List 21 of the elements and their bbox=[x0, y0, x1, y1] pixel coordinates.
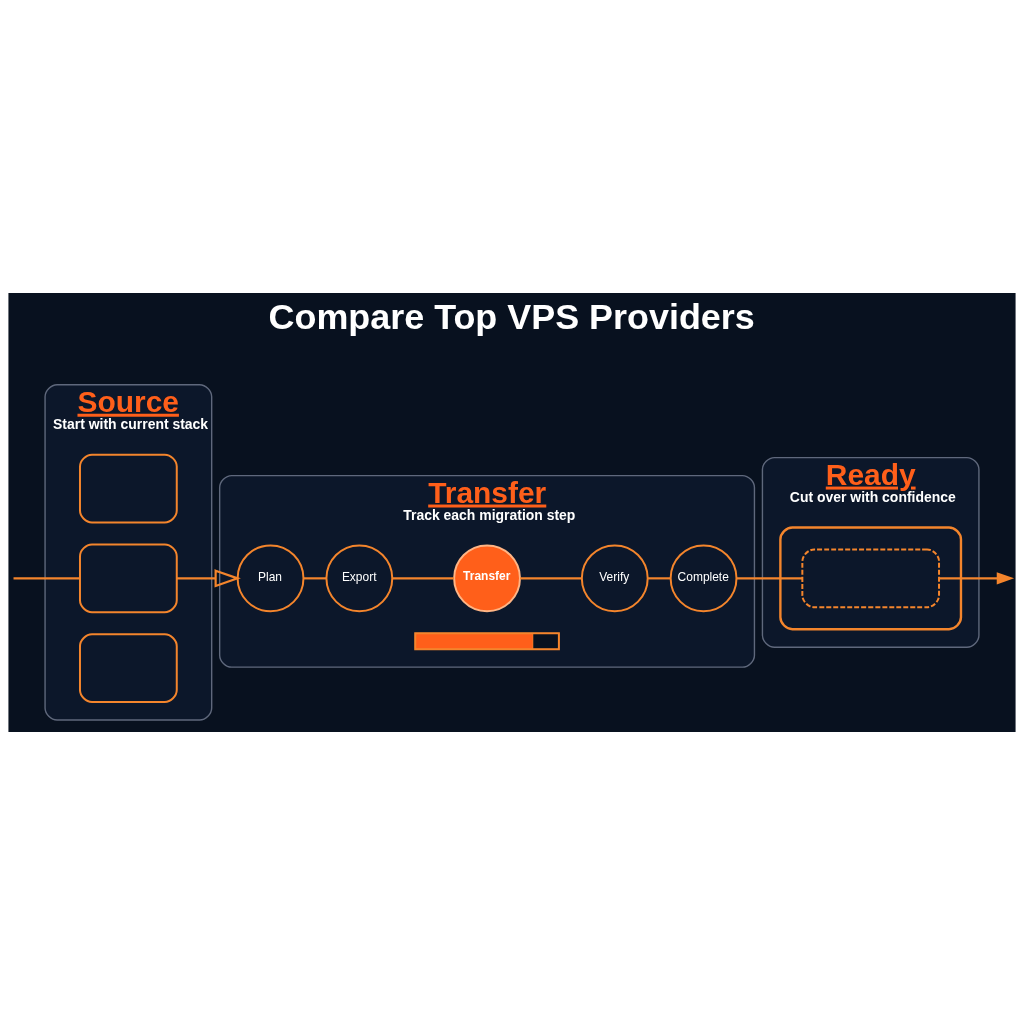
node-circle: Export bbox=[325, 543, 394, 612]
node-box bbox=[79, 632, 178, 703]
node-box bbox=[79, 453, 178, 523]
node-circle: Verify bbox=[580, 543, 649, 612]
node-box bbox=[801, 547, 941, 608]
cluster: Source Start with current stack bbox=[44, 383, 213, 721]
node-circle: Transfer bbox=[453, 543, 521, 612]
cluster: Ready Cut over with confidence bbox=[761, 456, 980, 648]
cluster bbox=[779, 525, 963, 630]
node-box bbox=[79, 542, 178, 613]
node-circle: Plan bbox=[236, 543, 305, 612]
connector bbox=[13, 576, 80, 579]
diagram-title: Compare Top VPS Providers bbox=[268, 295, 755, 337]
arrow bbox=[176, 568, 241, 588]
node-circle: Complete bbox=[669, 543, 738, 612]
connector bbox=[392, 576, 455, 579]
arrow bbox=[939, 571, 1015, 584]
connector bbox=[303, 576, 327, 579]
connector bbox=[648, 576, 671, 579]
connector bbox=[520, 576, 582, 579]
connector bbox=[736, 576, 802, 579]
